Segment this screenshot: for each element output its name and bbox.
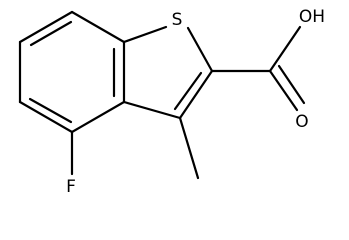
bond-carboxyl-o-1 <box>268 69 299 112</box>
bond-c5-c4 <box>18 100 74 134</box>
bond-c4-c3a <box>70 100 126 134</box>
bond-c3-methyl <box>178 116 200 180</box>
fluorine-atom-label: F <box>66 177 76 197</box>
chemical-structure: S OH O F <box>18 7 325 197</box>
bond-c7a-c7 <box>70 10 126 44</box>
bond-c3-c3a <box>122 100 182 120</box>
bond-carboxyl-oh <box>268 25 302 73</box>
substituents <box>70 25 306 180</box>
bond-carboxyl-o-2 <box>277 64 306 105</box>
double-bond-c7-c6-inner <box>29 20 73 47</box>
bond-s-c2 <box>186 26 214 73</box>
hydroxyl-label: OH <box>299 7 325 27</box>
double-bond-c2-c3-inner <box>173 71 203 111</box>
benzene-ring <box>18 10 126 134</box>
bond-c2-c3 <box>178 69 214 120</box>
sulfur-atom-label: S <box>172 10 183 30</box>
bond-c7a-s <box>122 25 168 44</box>
carbonyl-oxygen-label: O <box>295 112 308 132</box>
thiophene-ring <box>122 25 214 120</box>
double-bond-c5-c4-inner <box>28 97 73 124</box>
bond-c7-c6 <box>18 10 74 44</box>
